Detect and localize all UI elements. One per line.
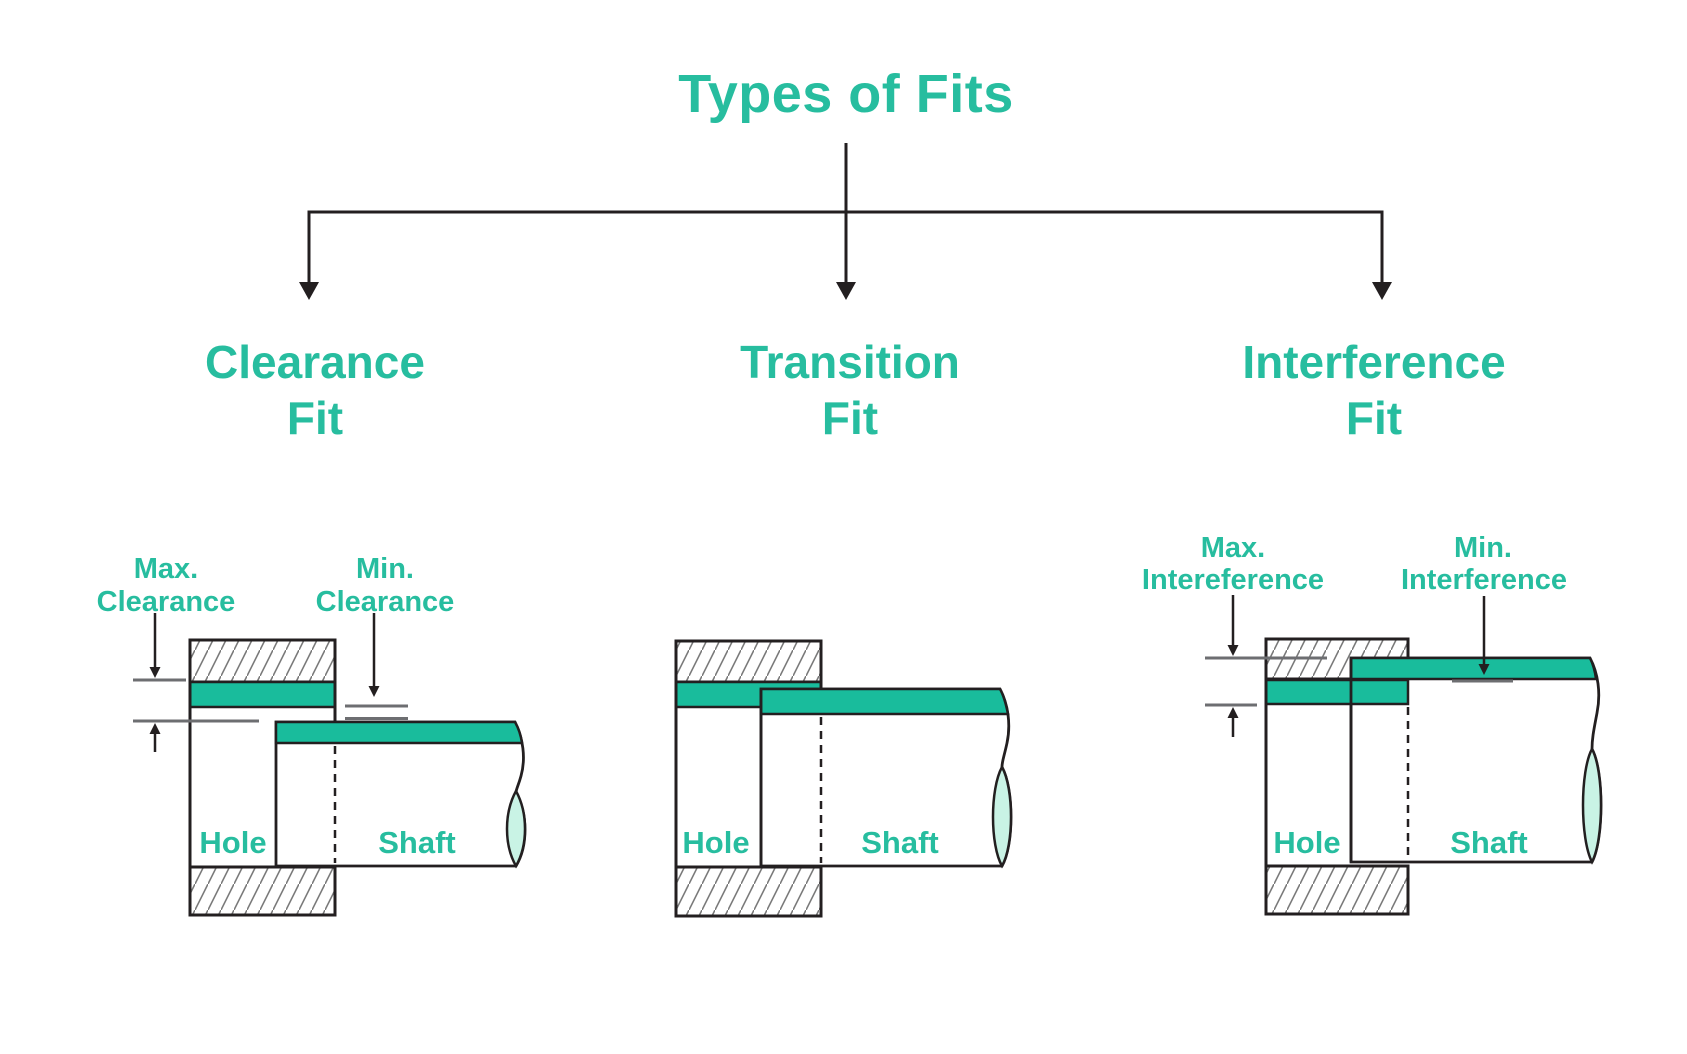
heading-transition-line1: Transition	[740, 336, 960, 388]
max-interference-up-arrowhead	[1227, 707, 1239, 718]
shaft-tolerance-band	[759, 687, 1010, 716]
hole-top-hatch	[674, 639, 823, 684]
max-clearance-label: Max. Clearance	[97, 553, 236, 618]
hole-tolerance-band	[1264, 678, 1410, 706]
shaft-tolerance-band	[1349, 656, 1598, 681]
transition-fit-drawing: Hole Shaft	[674, 639, 1013, 918]
min-interference-label-line1: Min.	[1454, 532, 1512, 564]
max-interference-label: Max. Intereference	[1142, 532, 1324, 596]
min-clearance-label: Min. Clearance	[316, 553, 455, 618]
max-clearance-label-line2: Clearance	[97, 586, 236, 618]
min-interference-down-arrowhead	[1478, 664, 1490, 675]
min-interference-label: Min. Interference	[1401, 532, 1567, 596]
arrowhead-clearance	[299, 282, 319, 300]
heading-transition-fit: Transition Fit	[740, 336, 960, 444]
hole-bottom-hatch	[1264, 864, 1410, 916]
arrowhead-transition	[836, 282, 856, 300]
hole-label: Hole	[1273, 825, 1340, 860]
min-clearance-label-line2: Clearance	[316, 586, 455, 618]
hole-label: Hole	[199, 825, 266, 860]
hole-bottom-hatch	[674, 865, 823, 918]
max-interference-label-line2: Intereference	[1142, 564, 1324, 596]
clearance-fit-drawing: Max. Clearance Min. Clearance Hole Shaft	[97, 553, 527, 917]
max-clearance-up-arrowhead	[149, 723, 161, 734]
heading-transition-line2: Fit	[822, 392, 878, 444]
heading-interference-fit: Interference Fit	[1242, 336, 1505, 444]
shaft-label: Shaft	[1450, 825, 1528, 860]
hole-bottom-hatch	[188, 865, 337, 917]
heading-interference-line2: Fit	[1346, 392, 1402, 444]
max-clearance-down-arrowhead	[149, 667, 161, 678]
interference-fit-drawing: Max. Intereference Min. Interference Hol…	[1142, 532, 1603, 916]
max-clearance-label-line1: Max.	[134, 553, 198, 585]
min-interference-label-line2: Interference	[1401, 564, 1567, 596]
shaft-tolerance-band	[274, 720, 524, 745]
arrowhead-interference	[1372, 282, 1392, 300]
page-title: Types of Fits	[678, 64, 1014, 124]
hole-label: Hole	[682, 825, 749, 860]
shaft-break-lens	[991, 764, 1013, 869]
max-interference-down-arrowhead	[1227, 645, 1239, 656]
shaft-label: Shaft	[378, 825, 456, 860]
shaft-label: Shaft	[861, 825, 939, 860]
shaft-break-lens	[1581, 746, 1603, 865]
hole-tolerance-band	[188, 680, 337, 709]
shaft-break-lens	[505, 788, 527, 869]
min-clearance-label-line1: Min.	[356, 553, 414, 585]
min-clearance-down-arrowhead	[368, 686, 380, 697]
heading-interference-line1: Interference	[1242, 336, 1505, 388]
heading-clearance-line1: Clearance	[205, 336, 425, 388]
hole-top-hatch	[188, 638, 337, 684]
heading-clearance-line2: Fit	[287, 392, 343, 444]
max-interference-label-line1: Max.	[1201, 532, 1265, 564]
heading-clearance-fit: Clearance Fit	[205, 336, 425, 444]
